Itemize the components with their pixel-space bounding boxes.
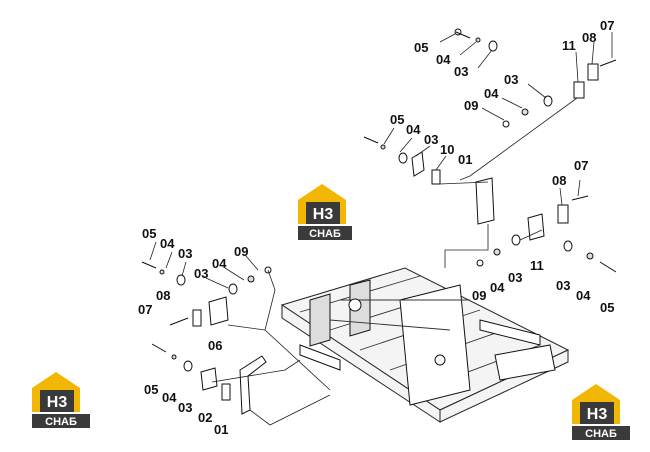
callout-l-04b: 04 <box>212 256 227 271</box>
callout-b-02: 02 <box>198 410 212 425</box>
callout-b-04: 04 <box>162 390 177 405</box>
bracket-06 <box>208 296 229 326</box>
callout-l-05: 05 <box>142 226 156 241</box>
callout-top-11: 11 <box>562 38 576 53</box>
callout-top-08: 08 <box>582 30 596 45</box>
callout-labels: 05 04 03 11 08 07 03 04 09 05 04 03 10 0… <box>138 18 614 437</box>
logo-word: СНАБ <box>585 428 617 440</box>
washer-04-tr <box>521 108 529 116</box>
bolt-07 <box>599 59 617 67</box>
logo-center: H3 СНАБ <box>298 184 352 240</box>
callout-mid-04: 04 <box>406 122 421 137</box>
washer-03-tr <box>543 95 553 107</box>
lower-bracket-assembly <box>151 343 267 415</box>
upper-bracket-assembly <box>454 28 617 128</box>
right-bracket-assembly <box>476 195 617 273</box>
callout-mid-10: 10 <box>440 142 454 157</box>
logo-mark: H3 <box>47 394 68 411</box>
leader-lines <box>149 32 613 426</box>
chassis-frame <box>280 267 570 423</box>
bolt-05-r <box>599 261 617 273</box>
bracket-10 <box>411 151 425 177</box>
callout-top-05: 05 <box>414 40 428 55</box>
washer-03 <box>488 40 498 52</box>
logo-mark: H3 <box>313 206 334 223</box>
callout-l-08: 08 <box>156 288 170 303</box>
plate-01-l <box>221 383 231 401</box>
callout-top-03: 03 <box>454 64 468 79</box>
callout-l-06: 06 <box>208 338 222 353</box>
callout-r-03b: 03 <box>556 278 570 293</box>
callout-top-07: 07 <box>600 18 614 33</box>
logo-mark: H3 <box>587 406 608 423</box>
callout-b-01: 01 <box>214 422 228 437</box>
bracket-part-08-r <box>557 204 569 224</box>
bolt-07-r <box>571 195 589 201</box>
callout-b-03: 03 <box>178 400 192 415</box>
callout-l-09: 09 <box>234 244 248 259</box>
callout-r-08: 08 <box>552 173 566 188</box>
callout-r-03: 03 <box>508 270 522 285</box>
logo-word: СНАБ <box>309 228 341 240</box>
callout-tr-03: 03 <box>504 72 518 87</box>
bolt-07-l <box>169 317 189 326</box>
plate-01 <box>431 169 441 185</box>
callout-mid-05: 05 <box>390 112 404 127</box>
callout-mid-01: 01 <box>458 152 472 167</box>
left-bracket-assembly <box>141 261 272 327</box>
callout-l-03b: 03 <box>194 266 208 281</box>
hook-bracket <box>239 355 267 415</box>
callout-r-04b: 04 <box>576 288 591 303</box>
callout-l-07: 07 <box>138 302 152 317</box>
block-02 <box>200 367 218 391</box>
callout-r-05: 05 <box>600 300 614 315</box>
callout-mid-03: 03 <box>424 132 438 147</box>
bracket-part-08 <box>587 63 599 81</box>
callout-tr-09: 09 <box>464 98 478 113</box>
callout-l-04: 04 <box>160 236 175 251</box>
middle-bracket-assembly <box>363 136 495 225</box>
logo-word: СНАБ <box>45 416 77 428</box>
plate-08-l <box>192 309 202 327</box>
logo-bottom-right: H3 СНАБ <box>572 384 630 440</box>
callout-b-05: 05 <box>144 382 158 397</box>
callout-r-07: 07 <box>574 158 588 173</box>
bracket-part-11 <box>573 81 585 99</box>
callout-r-09: 09 <box>472 288 486 303</box>
logo-bottom-left: H3 СНАБ <box>32 372 90 428</box>
callout-r-11: 11 <box>530 258 544 273</box>
bracket-11-r <box>527 213 545 241</box>
callout-top-04: 04 <box>436 52 451 67</box>
callout-tr-04: 04 <box>484 86 499 101</box>
callout-l-03: 03 <box>178 246 192 261</box>
upright-post <box>475 177 495 225</box>
callout-r-04: 04 <box>490 280 505 295</box>
nut-09-tr <box>502 120 510 128</box>
washer-04 <box>475 37 481 43</box>
